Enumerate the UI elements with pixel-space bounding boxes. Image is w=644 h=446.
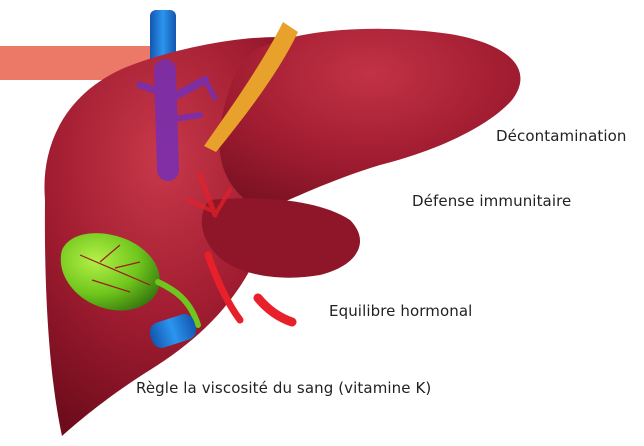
label-immune-defense: Défense immunitaire bbox=[412, 192, 571, 210]
label-decontamination: Décontamination bbox=[496, 127, 627, 145]
label-hormonal-balance: Equilibre hormonal bbox=[329, 302, 472, 320]
artery-branch bbox=[258, 298, 292, 322]
label-blood-viscosity: Règle la viscosité du sang (vitamine K) bbox=[136, 379, 431, 397]
